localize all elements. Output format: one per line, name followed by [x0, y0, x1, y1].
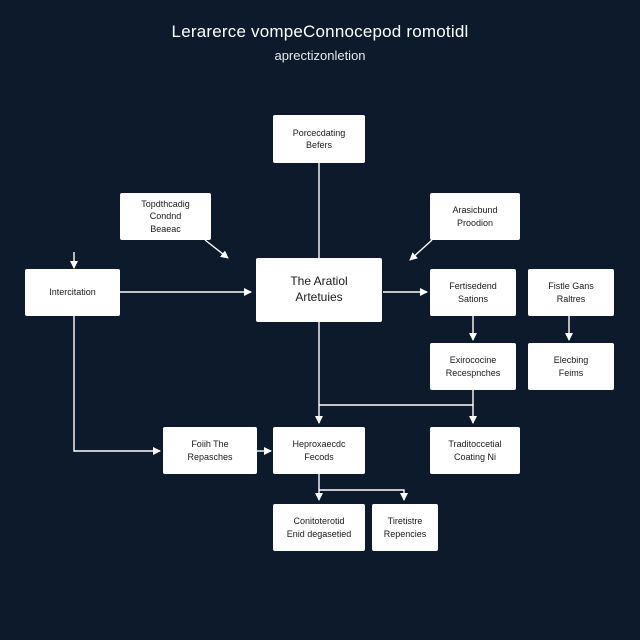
- diagram-subtitle: aprectizonletion: [274, 48, 366, 63]
- node-topthirconig: Topdthcadig Condnd Beaeac: [120, 193, 211, 240]
- node-fistle-gans: Fistle Gans Raltres: [528, 269, 614, 316]
- connector: [319, 489, 408, 501]
- node-antiscabend: Arasicbund Proodion: [430, 193, 520, 240]
- connector: [204, 239, 229, 259]
- node-proconating: Porcecdating Befers: [273, 115, 365, 163]
- node-fotrio-repesches: Foiih The Repasches: [163, 427, 257, 474]
- node-trotteline: Tiretistre Repencies: [372, 504, 438, 551]
- node-feedback-sations: Fertisedend Sations: [430, 269, 516, 316]
- connector: [319, 404, 477, 424]
- node-traditional: Traditoccetial Coating Ni: [430, 427, 520, 474]
- node-ectorocing: Exirococine Recespnches: [430, 343, 516, 390]
- connector: [409, 239, 433, 261]
- node-heprocsede-seeds: Heproxaecdc Fecods: [273, 427, 365, 474]
- node-antecitation: Intercitation: [25, 269, 120, 316]
- connector: [73, 316, 161, 455]
- diagram-title: Lerarerce vompeConnocepod romotidl: [171, 22, 469, 41]
- node-controlled: Conitoterotid Enid degasetied: [273, 504, 365, 551]
- node-electing-fems: Elecbing Feims: [528, 343, 614, 390]
- node-central: The Aratiol Artetuies: [256, 258, 382, 322]
